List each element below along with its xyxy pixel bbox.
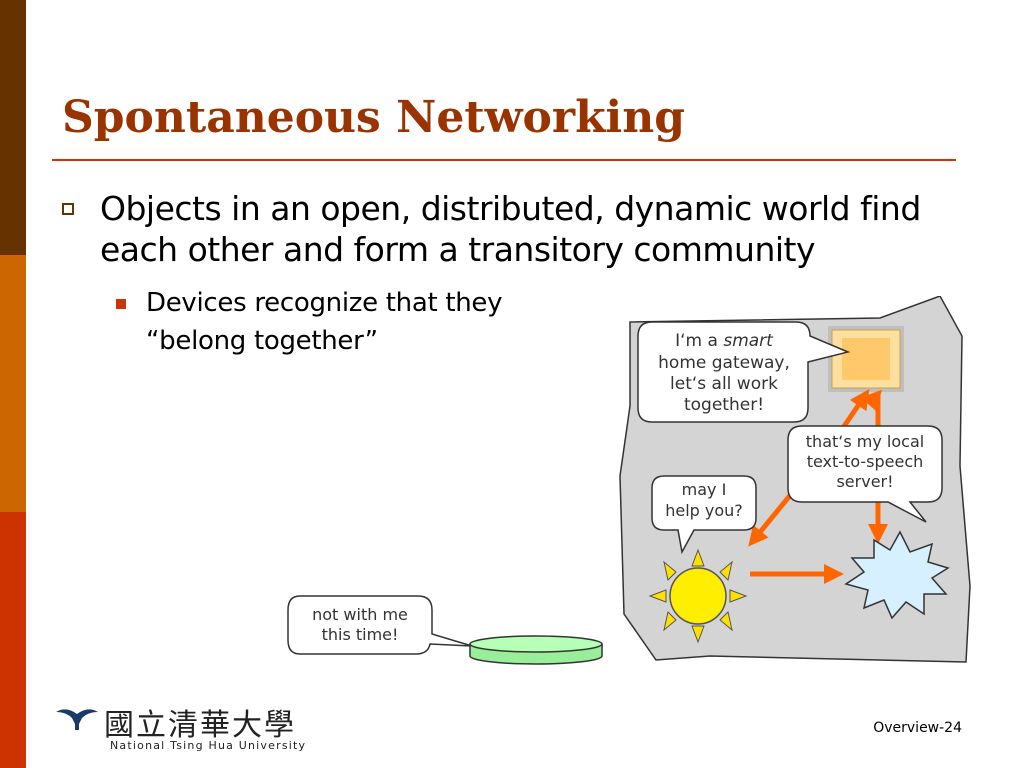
speech-bubble-help: may I help you? — [651, 475, 757, 555]
filled-square-bullet-icon — [116, 299, 126, 309]
svg-text:may I: may I — [682, 480, 727, 499]
svg-text:help you?: help you? — [665, 501, 743, 520]
sidebar-band-middle — [0, 255, 26, 512]
svg-text:I‘m a smart: I‘m a smart — [675, 331, 774, 351]
speech-server-starburst — [844, 530, 950, 620]
title-underline — [52, 159, 956, 161]
svg-text:this time!: this time! — [322, 625, 399, 644]
sidebar-band-top — [0, 0, 26, 255]
emblem-icon — [56, 709, 98, 730]
svg-text:not with me: not with me — [312, 605, 408, 624]
svg-text:home gateway,: home gateway, — [658, 353, 790, 373]
university-logo: 國立清華大學 National Tsing Hua University — [54, 700, 314, 760]
speech-bubble-tts: that‘s my local text-to-speech server! — [787, 425, 943, 523]
svg-text:text-to-speech: text-to-speech — [807, 452, 924, 471]
university-name-en: National Tsing Hua University — [110, 739, 307, 752]
hollow-square-bullet-icon — [62, 203, 74, 215]
sun-device — [648, 548, 748, 644]
sidebar-band-bottom — [0, 512, 26, 768]
slide-title: Spontaneous Networking — [62, 92, 686, 143]
slide-footer: Overview-24 — [873, 720, 962, 736]
speech-bubble-gateway: I‘m a smart home gateway, let‘s all work… — [637, 321, 851, 423]
disc-device — [469, 635, 603, 665]
svg-text:server!: server! — [836, 472, 893, 491]
bullet-text: Objects in an open, distributed, dynamic… — [100, 189, 921, 269]
sidebar-decoration — [0, 0, 26, 768]
svg-text:that‘s my local: that‘s my local — [806, 432, 924, 451]
networking-illustration: I‘m a smart home gateway, let‘s all work… — [287, 296, 971, 665]
sub-bullet-text: Devices recognize that they “belong toge… — [146, 288, 503, 356]
speech-bubble-not-me: not with me this time! — [287, 595, 473, 655]
svg-text:together!: together! — [684, 395, 764, 415]
svg-text:let‘s all work: let‘s all work — [670, 374, 778, 394]
gateway-device — [828, 326, 904, 392]
university-name-zh: 國立清華大學 — [104, 708, 296, 743]
